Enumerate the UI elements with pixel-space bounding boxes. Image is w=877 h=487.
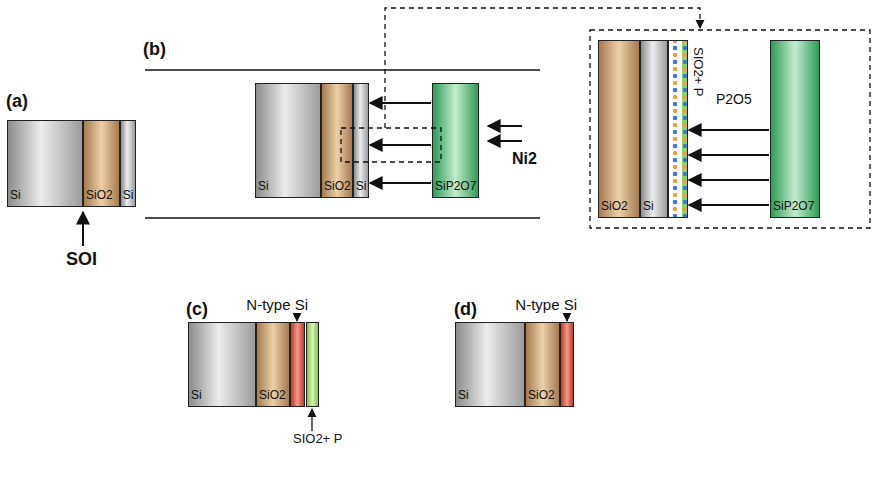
flow-arrow [370,144,431,146]
layer-name: SiO2 [259,389,286,402]
layer-callout: SIO2+ P [293,432,343,446]
layer-name: SiP2O7 [773,200,814,213]
layer-name: SiO2 [528,389,555,402]
gas-label: Ni2 [512,150,537,168]
flow-arrow [370,182,431,184]
structure-label: SOI [66,250,97,270]
layer-name: Si [191,389,202,402]
leader-arrow [296,312,297,321]
layer-name: Si [123,189,134,202]
panel-label: (b) [143,40,166,60]
layer-name: SiO2 [324,180,351,193]
zoom-region [341,128,441,162]
layer-name: Si [643,200,654,213]
layer-name: Si [356,180,367,193]
oxide-layer: SiO2 [321,83,353,198]
flow-arrow [689,179,769,181]
oxide-layer: SiO2 [256,322,290,407]
oxide-layer: SiO2 [83,120,120,207]
n-type-layer: N-type Si [560,322,574,407]
doped-oxide-layer: SIO2+ P [306,322,319,407]
doped-oxide-layer: SIO2+ P [668,40,688,218]
leader-arrow [311,409,312,431]
gas-flow-arrow [488,140,522,142]
layer-name: SiO2 [86,189,113,202]
flow-arrow [689,204,769,206]
oxide-layer: SiO2 [525,322,560,407]
source-layer: SiP2O7 [432,83,479,198]
source-layer: SiP2O7 [770,40,820,218]
n-type-layer: N-type Si [290,322,305,407]
panel-label: (c) [186,300,208,320]
silicon-layer: Si [640,40,668,218]
silicon-layer: Si [188,322,256,407]
chamber-wall [145,217,540,219]
flow-arrow [689,129,769,131]
silicon-layer: Si [455,322,525,407]
pointer-arrow [82,212,84,246]
inset-frame [590,30,870,228]
flow-arrow [689,154,769,156]
layer-callout: N-type Si [515,297,577,314]
flow-arrow [370,102,431,104]
gas-flow-arrow [488,125,522,127]
layer-name: Si [258,180,269,193]
silicon-layer: Si [120,120,136,207]
layer-callout: N-type Si [246,297,308,314]
silicon-layer: Si [255,83,321,198]
layer-name: Si [10,189,21,202]
panel-label: (d) [454,300,477,320]
layer-name: SiO2 [601,200,628,213]
silicon-layer: Si [353,83,369,198]
layer-name: SiP2O7 [435,180,476,193]
species-label: P2O5 [716,92,752,107]
layer-name: Si [458,389,469,402]
leader-arrow [566,312,567,321]
layer-callout: SIO2+ P [691,47,705,97]
silicon-layer: Si [7,120,83,207]
oxide-layer: SiO2 [598,40,640,218]
panel-label: (a) [6,92,28,112]
chamber-wall [145,69,540,71]
